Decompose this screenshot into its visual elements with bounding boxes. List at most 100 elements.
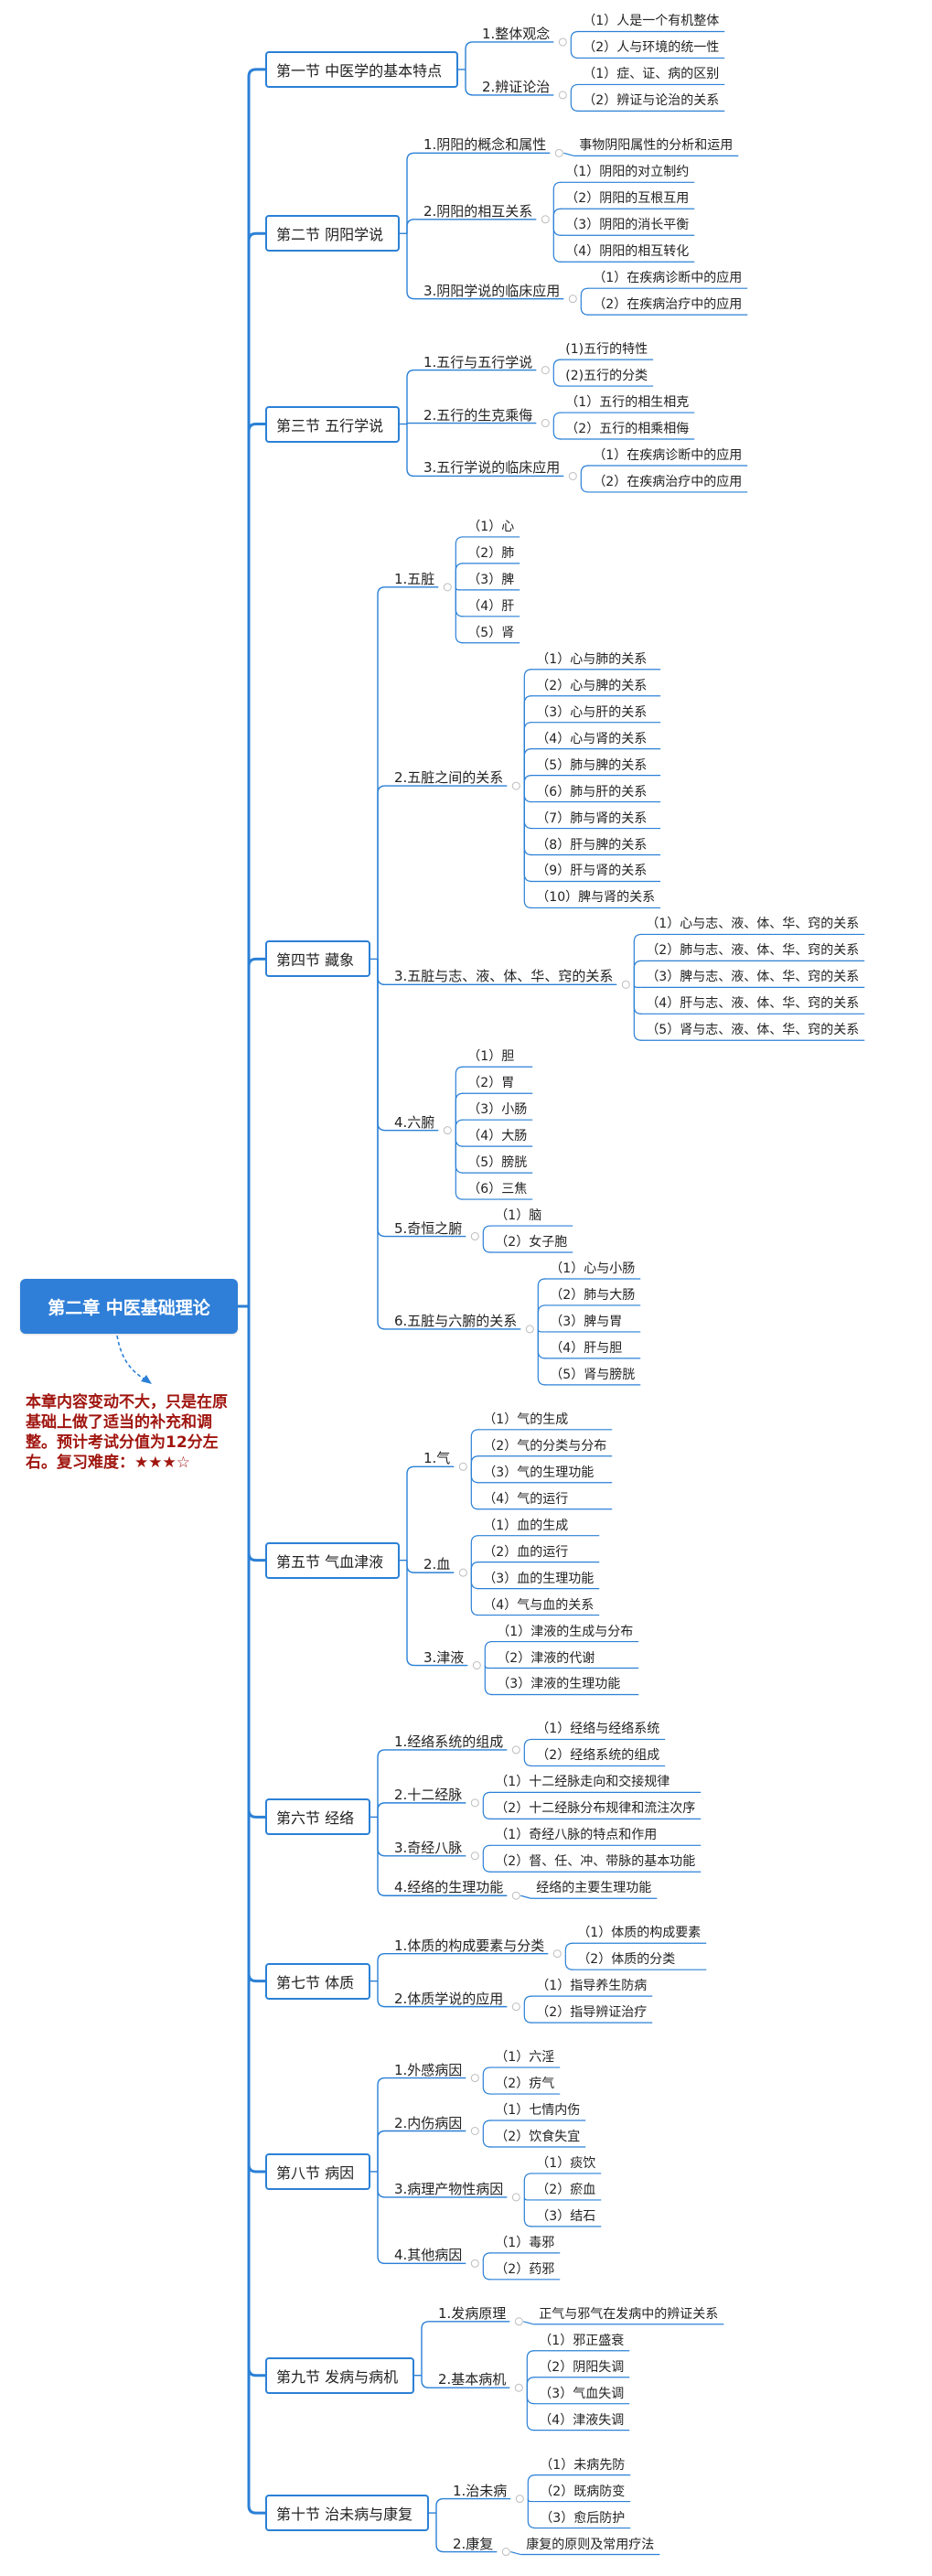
section-9-topic-2-item-4[interactable]: （4）津液失调 bbox=[539, 2412, 625, 2428]
section-8-topic-3-item-3[interactable]: （3）结石 bbox=[536, 2208, 596, 2224]
section-10-topic-1-item-2[interactable]: （2）既病防变 bbox=[540, 2484, 626, 2499]
section-6-topic-3-item-1[interactable]: （1）奇经八脉的特点和作用 bbox=[495, 1828, 658, 1843]
section-7-topic-2-item-1[interactable]: （1）指导养生防病 bbox=[536, 1979, 648, 1994]
section-5-topic-1[interactable]: 1.气 bbox=[423, 1450, 451, 1467]
section-2[interactable]: 第二节 阴阳学说 bbox=[265, 215, 400, 252]
section-10-topic-1[interactable]: 1.治未病 bbox=[453, 2482, 508, 2499]
section-8-topic-1-item-2[interactable]: （2）疠气 bbox=[495, 2077, 555, 2092]
section-4-topic-1-item-5[interactable]: （5）肾 bbox=[467, 625, 515, 640]
section-5-topic-3-item-2[interactable]: （2）津液的代谢 bbox=[497, 1650, 595, 1666]
section-3-topic-2-item-2[interactable]: （2）五行的相乘相侮 bbox=[565, 422, 690, 437]
section-5-topic-1-item-3[interactable]: （3）气的生理功能 bbox=[483, 1465, 595, 1480]
section-4-topic-4[interactable]: 4.六腑 bbox=[394, 1113, 435, 1131]
section-6-topic-1[interactable]: 1.经络系统的组成 bbox=[394, 1733, 504, 1750]
section-4-topic-2-item-3[interactable]: （3）心与肝的关系 bbox=[536, 704, 648, 720]
section-2-topic-3[interactable]: 3.阴阳学说的临床应用 bbox=[423, 282, 561, 299]
section-2-topic-3-item-2[interactable]: （2）在疾病治疗中的应用 bbox=[593, 297, 743, 313]
section-9-topic-2-item-2[interactable]: （2）阴阳失调 bbox=[539, 2359, 625, 2375]
section-3-topic-1-item-1[interactable]: (1)五行的特性 bbox=[565, 342, 648, 358]
section-4-topic-5-item-1[interactable]: （1）脑 bbox=[495, 1208, 542, 1224]
section-4-topic-2-item-1[interactable]: （1）心与肺的关系 bbox=[536, 651, 648, 667]
section-3-topic-2-item-1[interactable]: （1）五行的相生相克 bbox=[565, 395, 690, 411]
root-topic[interactable]: 第二章 中医基础理论 bbox=[20, 1279, 238, 1334]
section-5-topic-3[interactable]: 3.津液 bbox=[423, 1648, 465, 1666]
section-10-topic-2-item-1[interactable]: 康复的原则及常用疗法 bbox=[526, 2537, 655, 2552]
section-3[interactable]: 第三节 五行学说 bbox=[265, 405, 400, 443]
section-9-topic-2-item-3[interactable]: （3）气血失调 bbox=[539, 2386, 625, 2401]
section-1-topic-1[interactable]: 1.整体观念 bbox=[482, 25, 551, 42]
section-7-topic-1-item-1[interactable]: （1）体质的构成要素 bbox=[577, 1926, 702, 1941]
section-8-topic-2-item-2[interactable]: （2）饮食失宜 bbox=[495, 2129, 581, 2144]
section-2-topic-1[interactable]: 1.阴阳的概念和属性 bbox=[423, 136, 547, 154]
section-5-topic-2[interactable]: 2.血 bbox=[423, 1556, 451, 1573]
section-9-topic-1[interactable]: 1.发病原理 bbox=[438, 2304, 507, 2322]
section-4[interactable]: 第四节 藏象 bbox=[265, 940, 370, 978]
section-1-topic-1-item-1[interactable]: （1）人是一个有机整体 bbox=[583, 14, 720, 29]
section-9-topic-2-item-1[interactable]: （1）邪正盛衰 bbox=[539, 2333, 625, 2348]
section-4-topic-1-item-2[interactable]: （2）肺 bbox=[467, 545, 515, 561]
section-8-topic-1[interactable]: 1.外感病因 bbox=[394, 2061, 463, 2078]
section-5-topic-2-item-3[interactable]: （3）血的生理功能 bbox=[483, 1571, 595, 1586]
section-1-topic-2[interactable]: 2.辨证论治 bbox=[482, 78, 551, 95]
section-10-topic-1-item-3[interactable]: （3）愈后防护 bbox=[540, 2510, 626, 2526]
section-6-topic-4[interactable]: 4.经络的生理功能 bbox=[394, 1879, 504, 1896]
section-1-topic-2-item-2[interactable]: （2）辨证与论治的关系 bbox=[583, 93, 720, 109]
section-3-topic-1[interactable]: 1.五行与五行学说 bbox=[423, 353, 533, 370]
section-4-topic-2-item-4[interactable]: （4）心与肾的关系 bbox=[536, 731, 648, 746]
section-4-topic-3-item-1[interactable]: （1）心与志、液、体、华、窍的关系 bbox=[646, 917, 860, 932]
section-8-topic-4-item-1[interactable]: （1）毒邪 bbox=[495, 2235, 555, 2250]
section-3-topic-3[interactable]: 3.五行学说的临床应用 bbox=[423, 459, 561, 477]
section-5-topic-2-item-2[interactable]: （2）血的运行 bbox=[483, 1544, 569, 1560]
section-4-topic-2-item-8[interactable]: （8）肝与脾的关系 bbox=[536, 837, 648, 853]
section-8-topic-3-item-1[interactable]: （1）痰饮 bbox=[536, 2155, 596, 2171]
section-2-topic-2-item-4[interactable]: （4）阴阳的相互转化 bbox=[565, 244, 690, 260]
section-2-topic-2-item-1[interactable]: （1）阴阳的对立制约 bbox=[565, 165, 690, 180]
section-4-topic-6-item-3[interactable]: （3）脾与胃 bbox=[550, 1314, 623, 1329]
section-4-topic-3-item-3[interactable]: （3）脾与志、液、体、华、窍的关系 bbox=[646, 970, 860, 985]
section-6[interactable]: 第六节 经络 bbox=[265, 1798, 370, 1836]
section-4-topic-6[interactable]: 6.五脏与六腑的关系 bbox=[394, 1312, 518, 1329]
section-4-topic-4-item-1[interactable]: （1）胆 bbox=[467, 1049, 515, 1065]
section-7-topic-1[interactable]: 1.体质的构成要素与分类 bbox=[394, 1937, 545, 1954]
section-8-topic-3-item-2[interactable]: （2）瘀血 bbox=[536, 2182, 596, 2197]
section-4-topic-1-item-4[interactable]: （4）肝 bbox=[467, 598, 515, 614]
section-10-topic-1-item-1[interactable]: （1）未病先防 bbox=[540, 2457, 626, 2473]
section-4-topic-4-item-3[interactable]: （3）小肠 bbox=[467, 1102, 528, 1118]
section-5-topic-1-item-4[interactable]: （4）气的运行 bbox=[483, 1491, 569, 1507]
section-9[interactable]: 第九节 发病与病机 bbox=[265, 2356, 414, 2394]
section-4-topic-3[interactable]: 3.五脏与志、液、体、华、窍的关系 bbox=[394, 968, 614, 985]
section-1[interactable]: 第一节 中医学的基本特点 bbox=[265, 50, 458, 88]
section-6-topic-2[interactable]: 2.十二经脉 bbox=[394, 1786, 463, 1803]
section-4-topic-1-item-3[interactable]: （3）脾 bbox=[467, 572, 515, 587]
section-6-topic-2-item-1[interactable]: （1）十二经脉走向和交接规律 bbox=[495, 1775, 670, 1790]
section-4-topic-2-item-6[interactable]: （6）肺与肝的关系 bbox=[536, 784, 648, 800]
section-4-topic-2-item-9[interactable]: （9）肝与肾的关系 bbox=[536, 864, 648, 879]
section-4-topic-3-item-2[interactable]: （2）肺与志、液、体、华、窍的关系 bbox=[646, 943, 860, 959]
section-7-topic-1-item-2[interactable]: （2）体质的分类 bbox=[577, 1952, 676, 1968]
section-9-topic-2[interactable]: 2.基本病机 bbox=[438, 2371, 507, 2388]
section-4-topic-2[interactable]: 2.五脏之间的关系 bbox=[394, 769, 504, 787]
section-4-topic-5[interactable]: 5.奇恒之腑 bbox=[394, 1219, 463, 1237]
section-4-topic-2-item-2[interactable]: （2）心与脾的关系 bbox=[536, 678, 648, 693]
section-8-topic-4[interactable]: 4.其他病因 bbox=[394, 2247, 463, 2264]
section-6-topic-3-item-2[interactable]: （2）督、任、冲、带脉的基本功能 bbox=[495, 1854, 696, 1870]
section-4-topic-4-item-2[interactable]: （2）胃 bbox=[467, 1076, 515, 1091]
section-2-topic-1-item-1[interactable]: 事物阴阳属性的分析和运用 bbox=[579, 138, 734, 154]
section-4-topic-2-item-10[interactable]: （10）脾与肾的关系 bbox=[536, 890, 656, 906]
section-4-topic-3-item-5[interactable]: （5）肾与志、液、体、华、窍的关系 bbox=[646, 1023, 860, 1038]
section-8-topic-2-item-1[interactable]: （1）七情内伤 bbox=[495, 2103, 581, 2119]
section-5-topic-2-item-1[interactable]: （1）血的生成 bbox=[483, 1518, 569, 1533]
section-8-topic-3[interactable]: 3.病理产物性病因 bbox=[394, 2180, 504, 2197]
section-8-topic-2[interactable]: 2.内伤病因 bbox=[394, 2114, 463, 2131]
section-8-topic-1-item-1[interactable]: （1）六淫 bbox=[495, 2050, 555, 2066]
section-7-topic-2-item-2[interactable]: （2）指导辨证治疗 bbox=[536, 2005, 648, 2021]
section-5[interactable]: 第五节 气血津液 bbox=[265, 1541, 400, 1579]
section-5-topic-2-item-4[interactable]: （4）气与血的关系 bbox=[483, 1597, 595, 1613]
section-3-topic-3-item-1[interactable]: （1）在疾病诊断中的应用 bbox=[593, 447, 743, 463]
section-8[interactable]: 第八节 病因 bbox=[265, 2152, 370, 2190]
section-10-topic-2[interactable]: 2.康复 bbox=[453, 2535, 494, 2552]
section-5-topic-3-item-3[interactable]: （3）津液的生理功能 bbox=[497, 1677, 621, 1692]
section-5-topic-1-item-2[interactable]: （2）气的分类与分布 bbox=[483, 1438, 607, 1454]
section-4-topic-6-item-2[interactable]: （2）肺与大肠 bbox=[550, 1287, 636, 1303]
section-2-topic-2-item-3[interactable]: （3）阴阳的消长平衡 bbox=[565, 218, 690, 233]
